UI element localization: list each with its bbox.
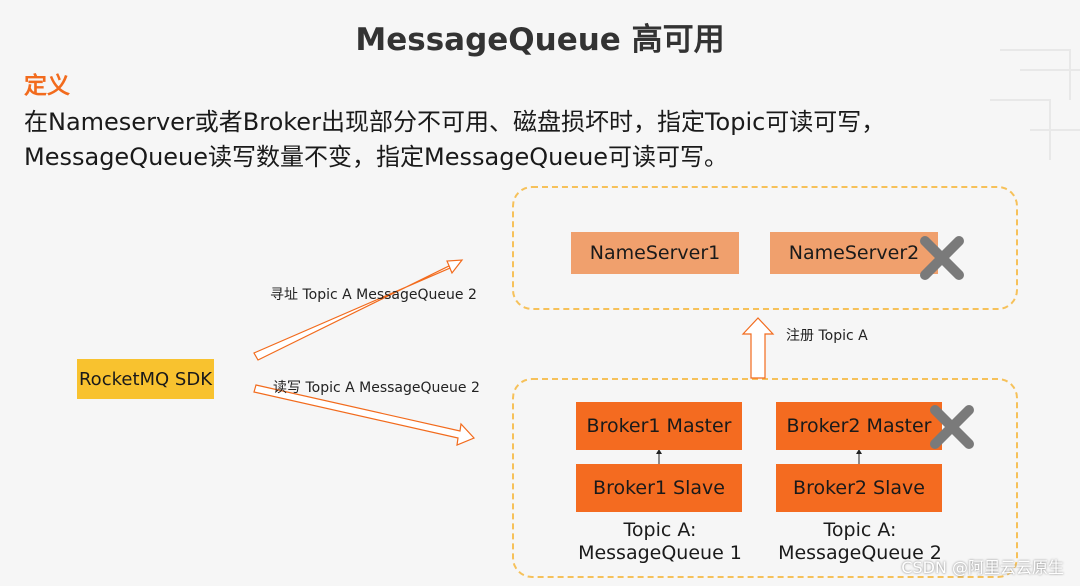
readwrite-label: 读写 Topic A MessageQueue 2 bbox=[273, 380, 480, 396]
sync-arrow-broker2 bbox=[856, 449, 862, 464]
broker2-queue-name: MessageQueue 2 bbox=[778, 542, 942, 564]
address-arrow bbox=[253, 259, 464, 361]
broker2-slave-box: Broker2 Slave bbox=[776, 464, 942, 512]
broker2-queue-topic: Topic A: bbox=[823, 519, 897, 541]
address-label: 寻址 Topic A MessageQueue 2 bbox=[270, 287, 477, 303]
definition-heading: 定义 bbox=[24, 73, 70, 99]
broker2-master-box: Broker2 Master bbox=[776, 402, 942, 450]
page-title: MessageQueue 高可用 bbox=[355, 22, 725, 58]
nameserver-2-box: NameServer2 bbox=[770, 232, 938, 274]
sync-arrow-broker1 bbox=[656, 449, 662, 464]
broker1-queue-name: MessageQueue 1 bbox=[578, 542, 742, 564]
broker1-master-box: Broker1 Master bbox=[576, 402, 742, 450]
definition-text-line-2: MessageQueue读写数量不变，指定MessageQueue可读可写。 bbox=[24, 143, 729, 171]
broker1-queue-topic: Topic A: bbox=[623, 519, 697, 541]
broker1-slave-box: Broker1 Slave bbox=[576, 464, 742, 512]
nameserver-1-box: NameServer1 bbox=[571, 232, 739, 274]
broker2-queue-label: Topic A: MessageQueue 2 bbox=[760, 519, 960, 565]
rocketmq-sdk-box: RocketMQ SDK bbox=[77, 359, 214, 399]
nameserver-group bbox=[512, 186, 1018, 310]
nameserver2-fail-x-icon bbox=[920, 236, 964, 280]
definition-text-line-1: 在Nameserver或者Broker出现部分不可用、磁盘损坏时，指定Topic… bbox=[24, 108, 886, 136]
register-label: 注册 Topic A bbox=[786, 328, 868, 344]
broker2-master-fail-x-icon bbox=[930, 405, 974, 449]
broker1-queue-label: Topic A: MessageQueue 1 bbox=[560, 519, 760, 565]
readwrite-arrow bbox=[253, 384, 476, 446]
watermark: CSDN @阿里云云原生 bbox=[901, 558, 1064, 577]
corner-decoration bbox=[990, 49, 1080, 160]
broker-group bbox=[512, 378, 1018, 578]
register-arrow bbox=[741, 317, 775, 379]
